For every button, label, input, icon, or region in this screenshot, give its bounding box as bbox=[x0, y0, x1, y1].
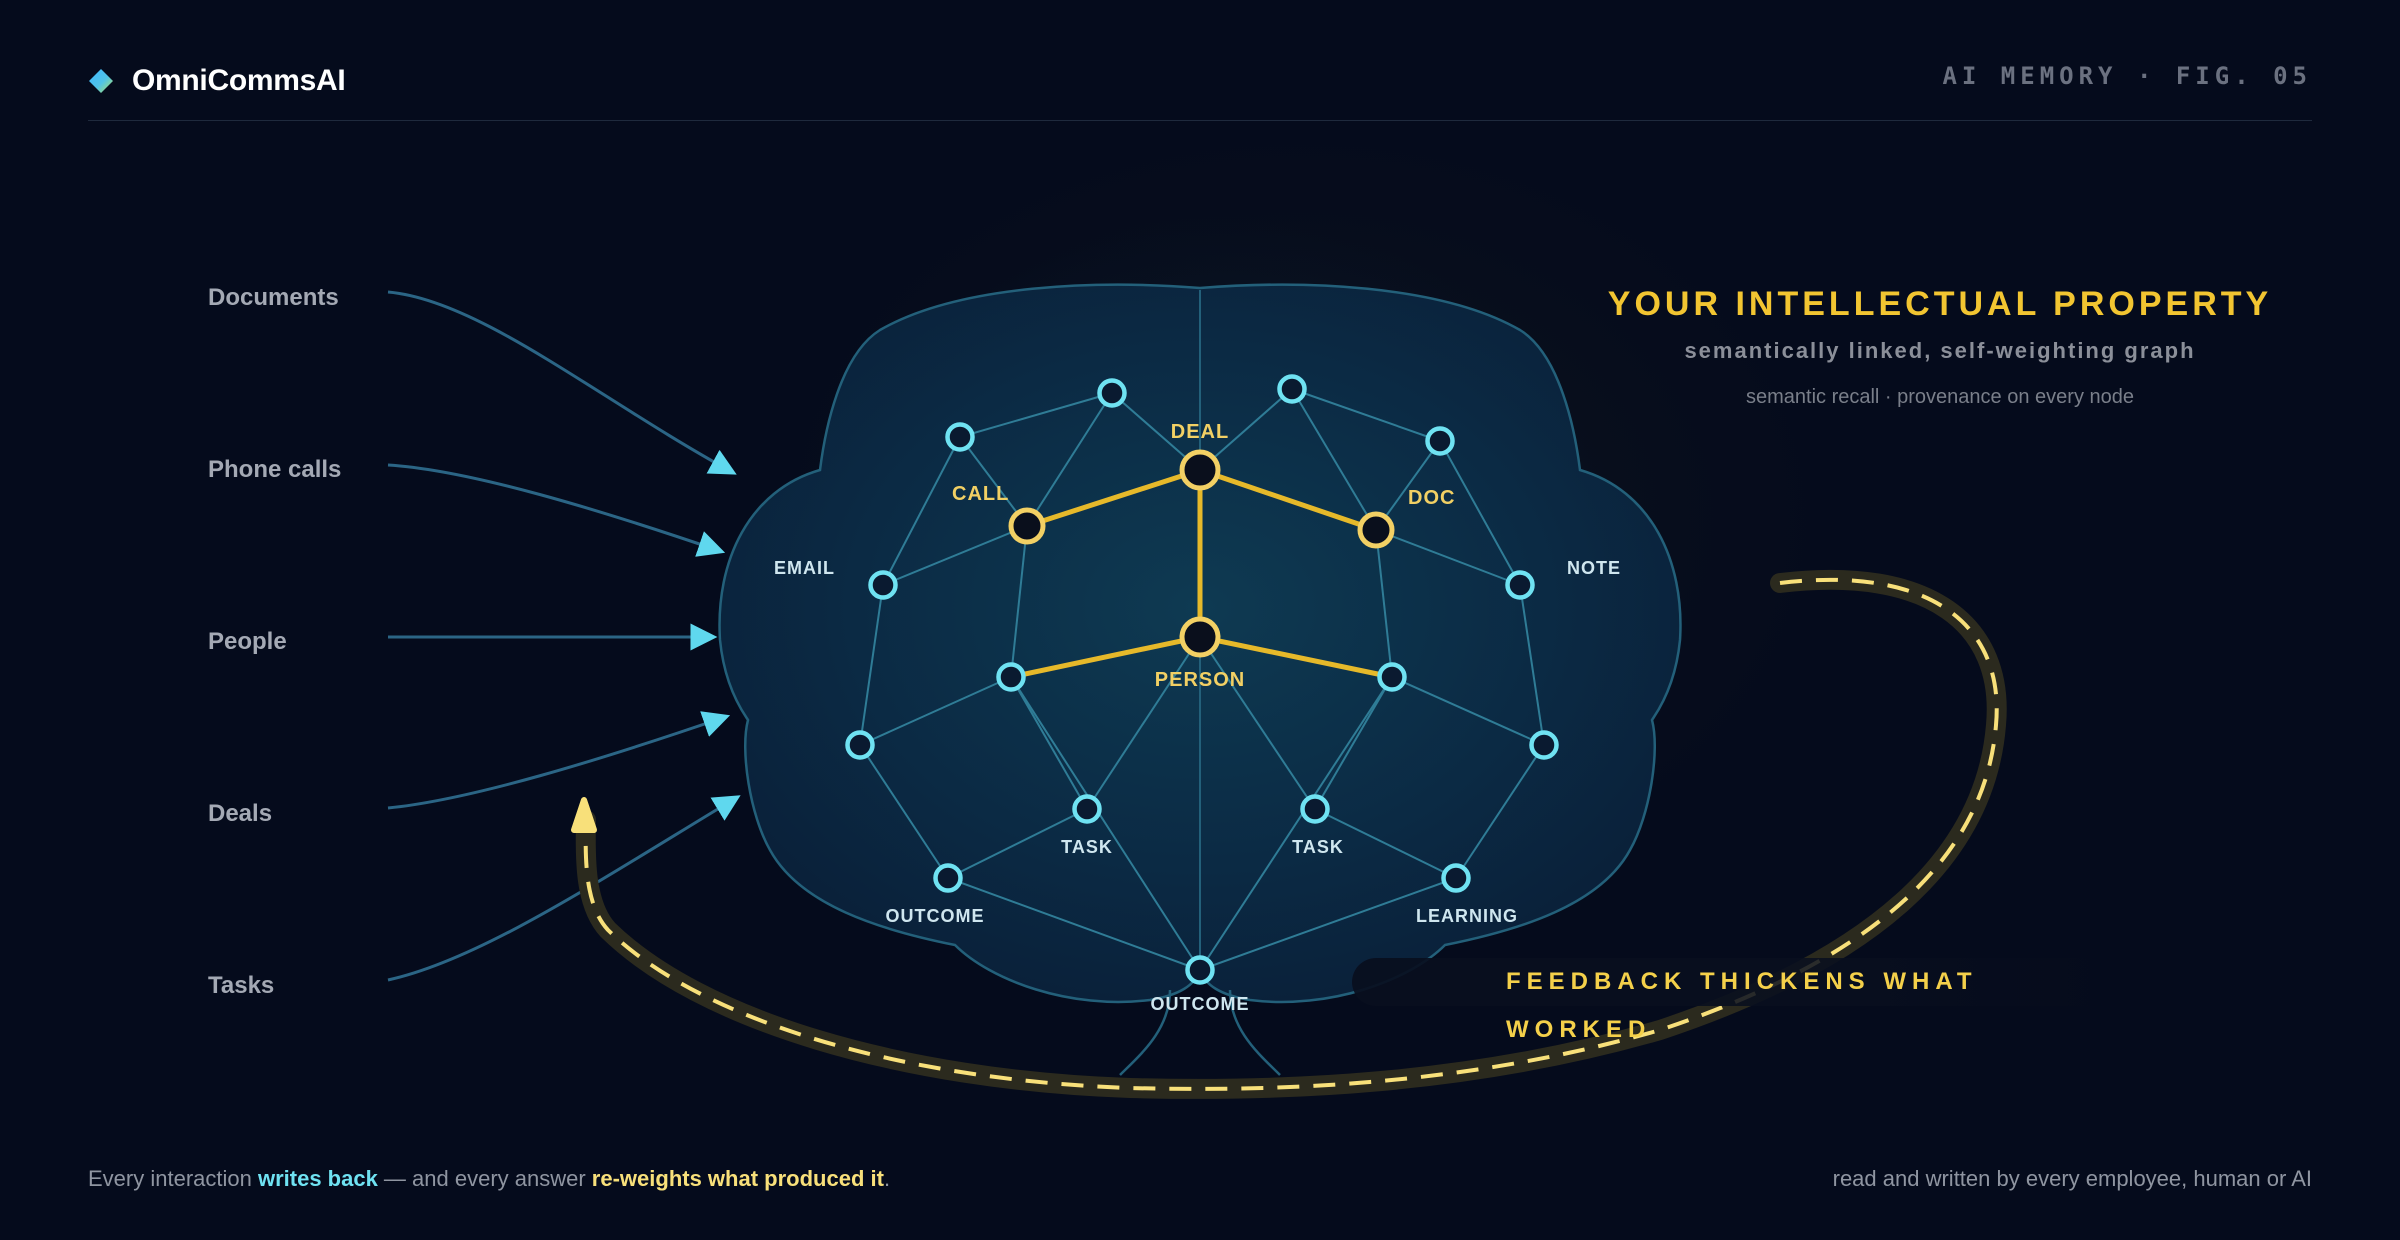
source-tasks: Tasks bbox=[208, 972, 275, 999]
arrow-tasks bbox=[387, 795, 741, 982]
label-doc: DOC bbox=[1408, 487, 1455, 509]
label-task-left: TASK bbox=[1061, 837, 1113, 857]
source-phone-calls: Phone calls bbox=[208, 456, 342, 483]
footer-highlight-writes-back: writes back bbox=[257, 1166, 378, 1191]
feedback-label: FEEDBACK THICKENS WHAT WORKED bbox=[1352, 958, 2112, 1043]
node-top-right-outer[interactable] bbox=[1425, 426, 1455, 456]
ip-title: YOUR INTELLECTUAL PROPERTY bbox=[1607, 285, 2273, 323]
footer-text-1: Every interaction bbox=[88, 1166, 258, 1191]
label-outcome-left: OUTCOME bbox=[886, 906, 985, 926]
arrow-phone-calls bbox=[387, 463, 726, 557]
label-outcome-center: OUTCOME bbox=[1151, 994, 1250, 1014]
node-left-mid[interactable] bbox=[996, 662, 1026, 692]
node-call[interactable] bbox=[1008, 507, 1046, 545]
diamond-logo-icon bbox=[88, 68, 114, 94]
footer-text-3: . bbox=[883, 1166, 891, 1191]
label-task-right: TASK bbox=[1292, 837, 1344, 857]
arrow-documents bbox=[387, 290, 737, 475]
node-top-left-outer[interactable] bbox=[945, 422, 975, 452]
footer-tagline: Every interaction writes back — and ever… bbox=[88, 1166, 890, 1192]
node-left-lower[interactable] bbox=[845, 730, 875, 760]
node-deal[interactable] bbox=[1179, 449, 1221, 491]
node-top-right-upper[interactable] bbox=[1277, 374, 1307, 404]
arrow-deals bbox=[387, 711, 731, 810]
footer-text-2: — and every answer bbox=[377, 1166, 592, 1191]
label-learning: LEARNING bbox=[1416, 906, 1518, 926]
ip-subtitle: semantically linked, self-weighting grap… bbox=[1684, 338, 2196, 363]
source-documents: Documents bbox=[208, 284, 339, 311]
label-person: PERSON bbox=[1155, 669, 1245, 691]
node-email[interactable] bbox=[868, 570, 898, 600]
feedback-arrowhead bbox=[571, 797, 597, 833]
node-outcome-center[interactable] bbox=[1185, 955, 1215, 985]
highlight-edges bbox=[1008, 467, 1395, 680]
brand-logo[interactable]: OmniCommsAI bbox=[88, 64, 346, 98]
brain-stem-left bbox=[1119, 989, 1172, 1076]
node-right-mid[interactable] bbox=[1377, 662, 1407, 692]
brand-name: OmniCommsAI bbox=[132, 64, 346, 97]
label-note: NOTE bbox=[1567, 558, 1621, 578]
brain-stem-right bbox=[1228, 989, 1281, 1076]
node-person[interactable] bbox=[1179, 616, 1221, 658]
label-deal: DEAL bbox=[1171, 421, 1229, 443]
node-outcome-left[interactable] bbox=[933, 863, 963, 893]
node-doc[interactable] bbox=[1357, 511, 1395, 549]
feedback-loop bbox=[571, 569, 2007, 1099]
node-task-right[interactable] bbox=[1300, 794, 1330, 824]
header: OmniCommsAI AI MEMORY · FIG. 05 bbox=[88, 58, 2312, 121]
node-right-lower[interactable] bbox=[1529, 730, 1559, 760]
node-note[interactable] bbox=[1505, 570, 1535, 600]
footer-highlight-reweights: re-weights what produced it bbox=[591, 1166, 884, 1191]
node-learning[interactable] bbox=[1441, 863, 1471, 893]
label-email: EMAIL bbox=[774, 558, 835, 578]
source-people: People bbox=[208, 628, 287, 655]
node-top-left-upper[interactable] bbox=[1097, 378, 1127, 408]
label-call: CALL bbox=[952, 483, 1009, 505]
footer-note: read and written by every employee, huma… bbox=[1832, 1166, 2312, 1191]
source-deals: Deals bbox=[208, 800, 273, 827]
ip-callout: YOUR INTELLECTUAL PROPERTY semantically … bbox=[1560, 285, 2320, 409]
node-task-left[interactable] bbox=[1072, 794, 1102, 824]
figure-label: AI MEMORY · FIG. 05 bbox=[1942, 62, 2312, 90]
ip-caption: semantic recall · provenance on every no… bbox=[1746, 386, 2134, 408]
